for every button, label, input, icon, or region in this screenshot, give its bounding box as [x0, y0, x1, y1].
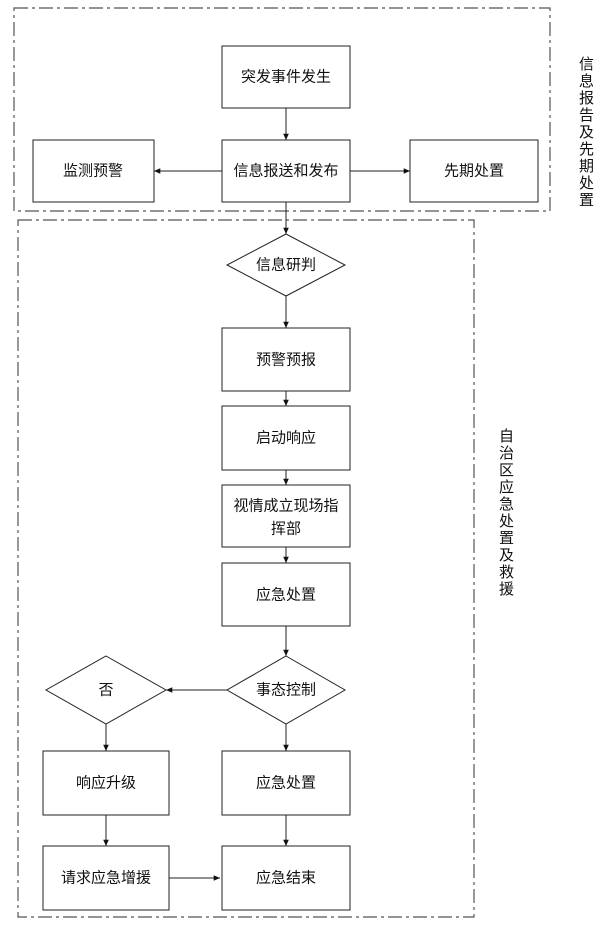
group-label-info-report: 信息报告及先期处置	[577, 56, 595, 209]
node-emergency-handling-2-label: 应急处置	[256, 774, 316, 792]
node-info-analysis-label: 信息研判	[256, 256, 316, 274]
node-command-center-label-line2: 挥部	[271, 520, 301, 538]
group-label-response: 自治区应急处置及救援	[497, 428, 515, 598]
node-info-report	[221, 139, 351, 203]
node-emergency-event-label: 突发事件发生	[241, 68, 331, 86]
group-frame-response	[17, 219, 475, 918]
node-escalate-label: 响应升级	[76, 774, 136, 792]
node-request-support-label: 请求应急增援	[61, 869, 151, 887]
node-info-report-label: 信息报送和发布	[233, 162, 338, 180]
node-info-analysis	[225, 233, 347, 297]
node-forecast-label: 预警预报	[256, 351, 316, 369]
node-emergency-handling-2	[221, 750, 351, 816]
node-emergency-handling	[221, 562, 351, 627]
node-request-support	[42, 845, 170, 911]
node-command-center	[221, 484, 351, 548]
node-activate-response-label: 启动响应	[256, 429, 316, 447]
node-situation-control	[225, 655, 347, 725]
node-initial-response-label: 先期处置	[444, 162, 504, 180]
node-situation-control-label: 事态控制	[256, 681, 316, 699]
node-initial-response	[409, 139, 539, 203]
node-end-label: 应急结束	[256, 869, 316, 887]
group-frame-info-report	[13, 7, 551, 212]
node-command-center-label-line1: 视情成立现场指	[233, 497, 338, 515]
node-monitoring-label: 监测预警	[63, 162, 123, 180]
node-emergency-event	[221, 45, 351, 109]
node-monitoring	[32, 139, 155, 203]
node-forecast	[221, 327, 351, 392]
node-no-label: 否	[98, 681, 113, 699]
node-no	[44, 655, 168, 725]
node-escalate	[42, 750, 170, 816]
node-emergency-handling-label: 应急处置	[256, 586, 316, 604]
node-end	[221, 845, 351, 911]
node-activate-response	[221, 405, 351, 471]
